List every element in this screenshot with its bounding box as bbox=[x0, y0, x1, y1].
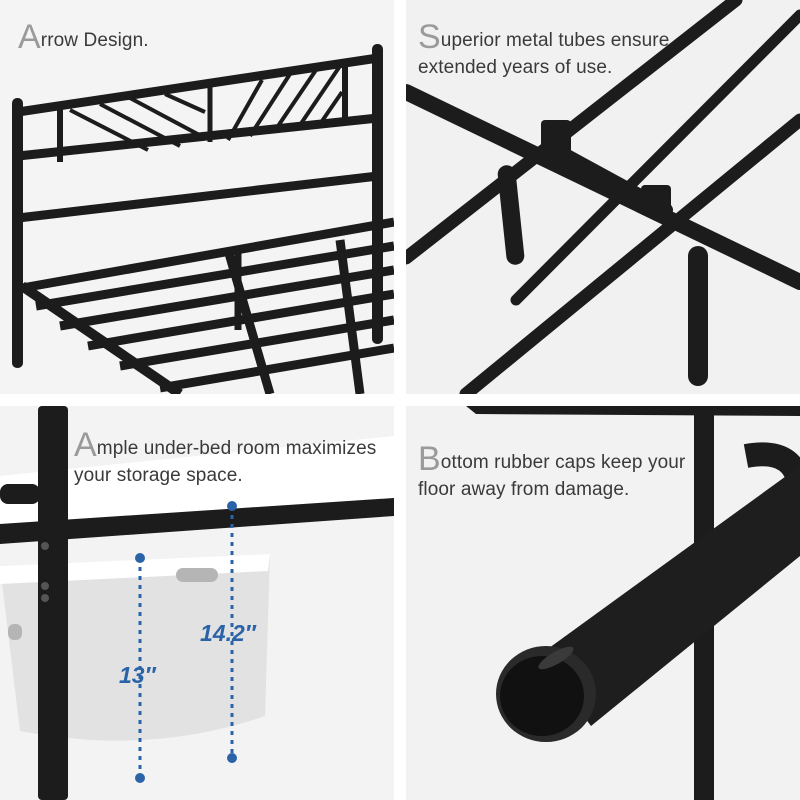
caption-text: mple under-bed room maximizes your stora… bbox=[74, 438, 377, 486]
caption-initial: A bbox=[18, 18, 41, 56]
measurement-bed-clearance: 14.2″ bbox=[200, 620, 256, 646]
metal-tubes-photo bbox=[406, 0, 800, 394]
caption-text: ottom rubber caps keep your floor away f… bbox=[418, 452, 686, 500]
caption-arrow-design: Arrow Design. bbox=[18, 20, 378, 54]
caption-initial: B bbox=[418, 440, 441, 478]
headboard-photo bbox=[0, 0, 394, 394]
caption-initial: A bbox=[74, 426, 97, 464]
caption-rubber-caps: Bottom rubber caps keep your floor away … bbox=[418, 442, 708, 503]
caption-text: rrow Design. bbox=[40, 30, 149, 51]
caption-metal-tubes: Superior metal tubes ensure extended yea… bbox=[418, 20, 678, 81]
caption-initial: S bbox=[418, 18, 441, 56]
panel-rubber-caps: Bottom rubber caps keep your floor away … bbox=[406, 406, 800, 800]
caption-text: uperior metal tubes ensure extended year… bbox=[418, 30, 670, 78]
caption-under-bed-storage: Ample under-bed room maximizes your stor… bbox=[74, 428, 392, 489]
measurement-box-height: 13″ bbox=[119, 662, 156, 688]
rubber-cap-photo bbox=[406, 406, 800, 800]
panel-metal-tubes: Superior metal tubes ensure extended yea… bbox=[406, 0, 800, 394]
panel-arrow-design: Arrow Design. bbox=[0, 0, 394, 394]
panel-under-bed-storage: Ample under-bed room maximizes your stor… bbox=[0, 406, 394, 800]
under-bed-photo bbox=[0, 406, 394, 800]
